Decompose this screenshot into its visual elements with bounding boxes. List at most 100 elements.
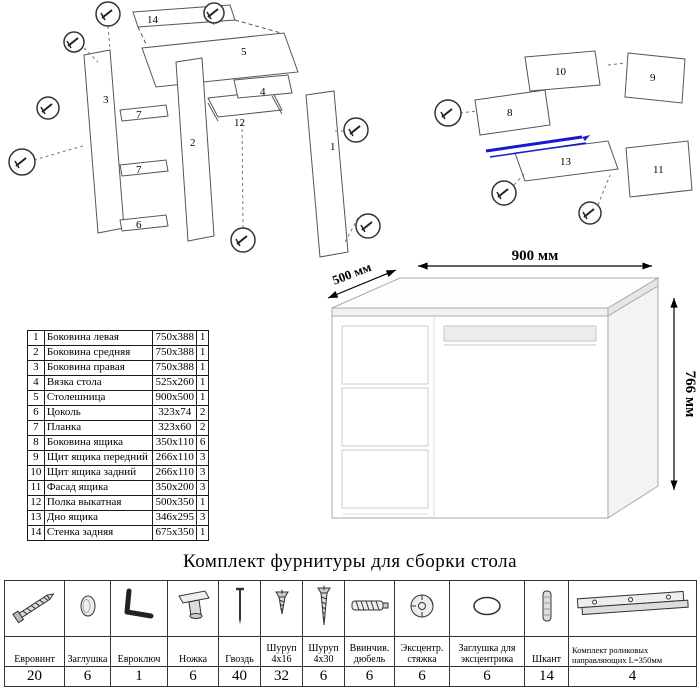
hardware-label: Заглушка для эксцентрика bbox=[449, 636, 525, 667]
hardware-icon-cell bbox=[568, 580, 697, 637]
hardware-label: Шкант bbox=[524, 636, 569, 667]
part-qty: 1 bbox=[196, 345, 209, 361]
screw-dowel-icon bbox=[351, 600, 388, 611]
hex-key-icon bbox=[124, 588, 154, 619]
drawer-parts bbox=[459, 50, 693, 206]
hardware-qty: 1 bbox=[110, 666, 168, 687]
part-number: 4 bbox=[27, 375, 45, 391]
part-size: 350x200 bbox=[152, 480, 198, 496]
part-qty: 2 bbox=[196, 420, 209, 436]
part-qty: 3 bbox=[196, 450, 209, 466]
part-qty: 6 bbox=[196, 435, 209, 451]
part-name: Щит ящика задний bbox=[43, 465, 154, 481]
fastener-callout-icon bbox=[578, 201, 602, 225]
hardware-qty: 6 bbox=[302, 666, 345, 687]
part-label: 9 bbox=[650, 72, 656, 84]
fastener-callout-icon bbox=[8, 148, 36, 176]
part-name: Боковина ящика bbox=[43, 435, 154, 451]
part-label: 3 bbox=[103, 94, 109, 106]
hardware-label: Гвоздь bbox=[218, 636, 261, 667]
part-label: 10 bbox=[555, 66, 567, 78]
part-label: 11 bbox=[653, 164, 664, 176]
screw-4x16-icon bbox=[274, 589, 289, 615]
hardware-label: Заглушка bbox=[64, 636, 111, 667]
hardware-label: Комплект роликовых направляющих L=350мм bbox=[568, 636, 697, 667]
desk-parts bbox=[33, 4, 359, 258]
part-size: 750x388 bbox=[152, 330, 198, 346]
part-number: 1 bbox=[27, 330, 45, 346]
part-label: 2 bbox=[190, 137, 196, 149]
part-label: 5 bbox=[241, 46, 247, 58]
hardware-label: Евроключ bbox=[110, 636, 168, 667]
fastener-callout-icon bbox=[230, 227, 256, 253]
part-size: 266x110 bbox=[152, 450, 198, 466]
part-qty: 1 bbox=[196, 375, 209, 391]
part-size: 266x110 bbox=[152, 465, 198, 481]
hardware-qty: 6 bbox=[167, 666, 219, 687]
hardware-title: Комплект фурнитуры для сборки стола bbox=[182, 551, 517, 572]
hardware-qty: 20 bbox=[4, 666, 65, 687]
hardware-icon-cell bbox=[110, 580, 168, 637]
hardware-kit: Евровинт Заглушка Евроключ Ножка Гвоздь … bbox=[4, 580, 697, 687]
fastener-callout-icon bbox=[343, 117, 369, 143]
euroscrew-icon bbox=[11, 593, 55, 624]
part-label: 12 bbox=[234, 117, 245, 129]
assembled-desk-view: 500 мм 900 мм 766 мм bbox=[312, 246, 698, 563]
part-name: Боковина левая bbox=[43, 330, 154, 346]
part-size: 346x295 bbox=[152, 510, 198, 526]
cam-lock-icon bbox=[410, 594, 434, 618]
fastener-callout-icon bbox=[63, 31, 85, 53]
part-name: Цоколь bbox=[43, 405, 154, 421]
part-name: Боковина правая bbox=[43, 360, 154, 376]
part-number: 13 bbox=[27, 510, 45, 526]
part-label: 7 bbox=[136, 164, 142, 176]
part-name: Боковина средняя bbox=[43, 345, 154, 361]
part-number: 6 bbox=[27, 405, 45, 421]
part-label: 13 bbox=[560, 156, 572, 168]
hardware-qty: 4 bbox=[568, 666, 697, 687]
hardware-icon-cell bbox=[524, 580, 569, 637]
hardware-icon-cell bbox=[4, 580, 65, 637]
part-number-labels: 10 9 8 13 11 bbox=[507, 66, 664, 176]
part-name: Дно ящика bbox=[43, 510, 154, 526]
part-qty: 1 bbox=[196, 495, 209, 511]
hardware-label: Эксцентр. стяжка bbox=[394, 636, 450, 667]
part-number: 3 bbox=[27, 360, 45, 376]
hardware-qty: 6 bbox=[394, 666, 450, 687]
leg-icon bbox=[178, 590, 210, 619]
part-number: 9 bbox=[27, 450, 45, 466]
part-label: 7 bbox=[136, 109, 142, 121]
fastener-callout-icon bbox=[36, 96, 60, 120]
hardware-qty-row: 20 6 1 6 40 32 6 6 6 6 14 4 bbox=[4, 666, 697, 687]
desk-drawing bbox=[331, 277, 660, 519]
dimension-width: 900 мм bbox=[418, 248, 652, 270]
part-number: 11 bbox=[27, 480, 45, 496]
fastener-callout-icon bbox=[355, 213, 381, 239]
hardware-qty: 32 bbox=[260, 666, 303, 687]
hardware-icon-cell bbox=[302, 580, 345, 637]
part-qty: 3 bbox=[196, 480, 209, 496]
height-dimension-label: 766 мм bbox=[682, 371, 697, 418]
hardware-icon-cell bbox=[260, 580, 303, 637]
part-size: 900x500 bbox=[152, 390, 198, 406]
part-qty: 1 bbox=[196, 390, 209, 406]
hardware-label: Евровинт bbox=[4, 636, 65, 667]
hardware-label: Шуруп 4x30 bbox=[302, 636, 345, 667]
hardware-label: Ввинчив. дюбель bbox=[344, 636, 395, 667]
width-dimension-label: 900 мм bbox=[512, 248, 559, 264]
part-size: 525x260 bbox=[152, 375, 198, 391]
hardware-label: Шуруп 4x16 bbox=[260, 636, 303, 667]
cam-cover-icon bbox=[473, 596, 501, 616]
fastener-callout-icon bbox=[434, 99, 462, 127]
